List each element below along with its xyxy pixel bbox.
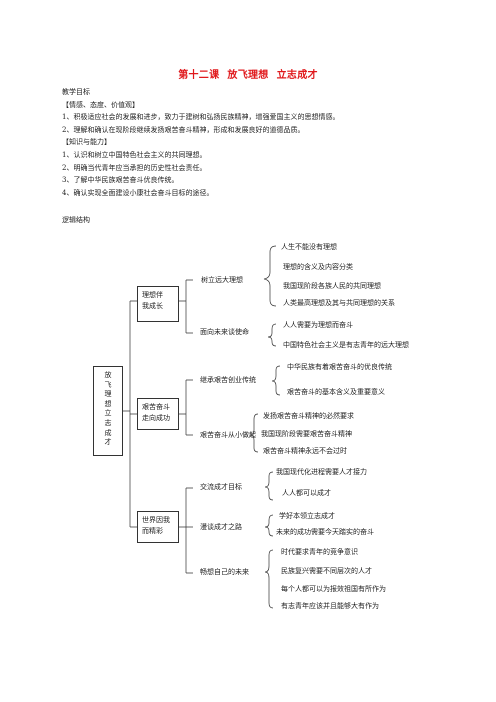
- leaf-item: 我国现阶段各族人民的共同理想: [283, 282, 381, 290]
- leaf-item: 发扬艰苦奋斗精神的必然要求: [263, 412, 354, 420]
- sub-topic: 交流成才目标: [200, 483, 242, 491]
- sub-topic: 继承艰苦创业传统: [200, 376, 256, 384]
- leaf-item: 人生不能没有理想: [281, 243, 337, 251]
- title-part-3: 立志成才: [276, 70, 318, 81]
- branch-node-world: 世界因我 而精彩: [137, 511, 179, 543]
- leaf-item: 我国现阶段需要艰苦奋斗精神: [261, 430, 352, 438]
- leaf-item: 有志青年应该并且能够大有作为: [281, 602, 379, 610]
- leaf-item: 理想的含义及内容分类: [283, 263, 353, 271]
- root-char: 志: [104, 418, 112, 427]
- teaching-objectives: 教学目标 【情感、态度、价值观】 1、积极适应社会的发展和进步，致力于建树和弘扬…: [62, 86, 339, 199]
- objective-item: 1、积极适应社会的发展和进步，致力于建树和弘扬民族精神，增强爱国主义的思想情感。: [62, 113, 340, 122]
- objective-item: 2、明确当代青年应当承担的历史性社会责任。: [62, 163, 207, 172]
- root-char: 成: [104, 428, 112, 437]
- objective-item: 1、认识和树立中国特色社会主义的共同理想。: [62, 150, 207, 159]
- sub-topic: 畅想自己的未来: [200, 568, 249, 576]
- section-heading-knowledge: 【知识与能力】: [62, 138, 111, 147]
- objective-item: 3、了解中华民族艰苦奋斗优良传统。: [62, 176, 179, 185]
- objective-item: 4、确认实现全面建设小康社会奋斗目标的途径。: [62, 188, 214, 197]
- root-char: 飞: [104, 380, 112, 389]
- leaf-item: 人人都可以成才: [282, 489, 331, 497]
- leaf-item: 中国特色社会主义是有志青年的远大理想: [283, 341, 409, 349]
- leaf-item: 人类最高理想及其与共同理想的关系: [283, 299, 395, 307]
- branch-node-hard-work: 艰苦奋斗 走向成功: [137, 398, 179, 430]
- root-char: 才: [104, 438, 112, 447]
- leaf-item: 人人需要为理想而奋斗: [283, 321, 353, 329]
- branch-label: 艰苦奋斗: [142, 403, 170, 411]
- leaf-item: 时代要求青年的竞争意识: [281, 548, 358, 556]
- leaf-item: 艰苦奋斗的基本含义及重要意义: [287, 388, 385, 396]
- root-node: 放 飞 理 想 立 志 成 才: [93, 366, 123, 456]
- sub-topic: 面向未来谈使命: [200, 328, 249, 336]
- leaf-item: 未来的成功需要今天踏实的奋斗: [276, 528, 374, 536]
- leaf-item: 学好本领立志成才: [279, 512, 335, 520]
- logic-structure-heading: 逻辑结构: [62, 216, 90, 224]
- leaf-item: 中华民族有着艰苦奋斗的优良传统: [287, 363, 392, 371]
- sub-topic: 漫谈成才之路: [200, 523, 242, 531]
- objective-item: 2、理解和确认在现阶段继续发扬艰苦奋斗精神，形成和发展良好的道德品质。: [62, 125, 305, 134]
- title-part-2: 放飞理想: [227, 70, 269, 81]
- root-char: 立: [104, 409, 112, 418]
- branch-label: 而精彩: [142, 527, 163, 535]
- branch-label: 走向成功: [142, 414, 170, 422]
- title-lesson-number: 第十二课: [178, 70, 220, 81]
- leaf-item: 每个人都可以为报效祖国有所作为: [281, 585, 386, 593]
- branch-label: 世界因我: [142, 516, 170, 524]
- root-char: 放: [104, 371, 112, 379]
- leaf-item: 我国现代化进程需要人才接力: [276, 468, 367, 476]
- root-char: 想: [104, 399, 112, 408]
- sub-topic: 艰苦奋斗从小做起: [200, 431, 256, 439]
- branch-label: 理想伴: [142, 291, 163, 299]
- branch-label: 我成长: [142, 302, 163, 310]
- branch-node-ideal: 理想伴 我成长: [137, 286, 179, 322]
- leaf-item: 民族复兴需要不同层次的人才: [281, 567, 372, 575]
- objectives-heading: 教学目标: [62, 88, 90, 96]
- root-char: 理: [104, 390, 112, 399]
- section-heading-values: 【情感、态度、价值观】: [62, 100, 139, 109]
- leaf-item: 艰苦奋斗精神永远不会过时: [263, 447, 347, 455]
- sub-topic: 树立远大理想: [201, 276, 243, 284]
- lesson-title: 第十二课放飞理想立志成才: [0, 66, 496, 81]
